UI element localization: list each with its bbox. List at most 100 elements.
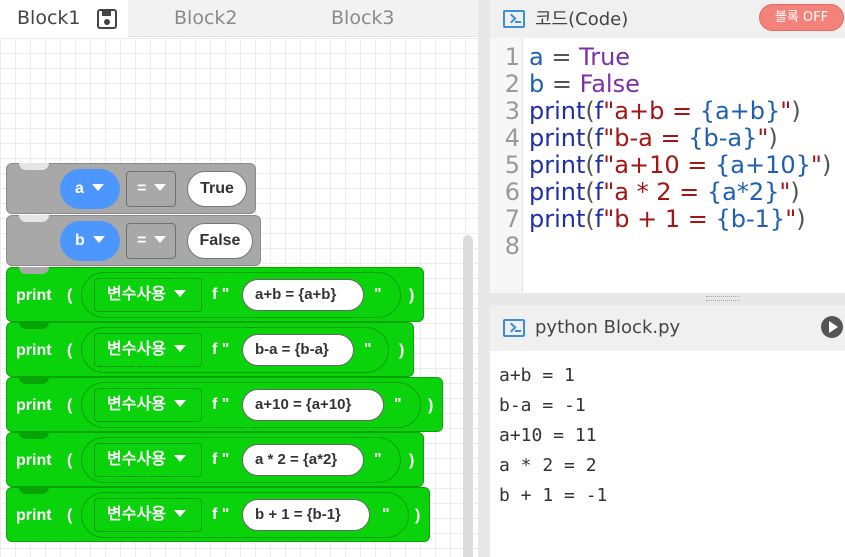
assign-block-a[interactable]: a = True <box>6 163 256 214</box>
block-workspace[interactable]: a = True b = False pr <box>0 38 488 557</box>
variable-dropdown[interactable]: b <box>60 221 120 261</box>
fstring-input[interactable]: a * 2 = {a*2} <box>242 444 364 476</box>
line-number: 8 <box>504 232 520 260</box>
variable-use-dropdown[interactable]: 변수사용 <box>94 278 202 312</box>
horizontal-divider[interactable] <box>490 293 845 305</box>
operator-symbol: = <box>137 232 147 249</box>
block-notch <box>19 322 49 329</box>
mode-label: 변수사용 <box>107 286 166 303</box>
fstring-block[interactable]: 변수사용 f " a+10 = {a+10} " <box>81 382 421 428</box>
fstring-input[interactable]: b + 1 = {b-1} <box>242 499 370 531</box>
print-block[interactable]: print ( 변수사용 f " b-a = {b-a} " ) <box>6 322 414 377</box>
close-paren: ) <box>409 452 415 469</box>
operator-dropdown[interactable]: = <box>126 171 176 207</box>
open-paren: ( <box>67 397 73 414</box>
save-icon[interactable] <box>96 8 118 30</box>
tab-block2[interactable]: Block2 <box>174 0 237 37</box>
variable-dropdown[interactable]: a <box>60 169 120 209</box>
code-line: print(f"b + 1 = {b-1}") <box>529 205 806 233</box>
fstring-input[interactable]: a+10 = {a+10} <box>242 389 384 421</box>
run-icon[interactable] <box>821 316 843 338</box>
variable-use-dropdown[interactable]: 변수사용 <box>94 498 202 532</box>
output-panel-title: python Block.py <box>535 317 681 338</box>
fstring-prefix: f " <box>212 506 230 523</box>
code-line: print(f"b-a = {b-a}") <box>529 124 778 152</box>
resize-grip-icon[interactable] <box>706 296 740 301</box>
fstring-block[interactable]: 변수사용 f " b-a = {b-a} " <box>81 327 389 373</box>
variable-use-dropdown[interactable]: 변수사용 <box>94 388 202 422</box>
print-keyword: print <box>16 507 52 524</box>
open-paren: ( <box>67 507 73 524</box>
block-notch <box>19 215 49 222</box>
chevron-down-icon <box>91 183 104 191</box>
mode-label: 변수사용 <box>107 396 166 413</box>
operator-symbol: = <box>137 180 147 197</box>
fstring-suffix: " <box>364 341 372 358</box>
chevron-down-icon <box>154 183 167 191</box>
fstring-prefix: f " <box>212 341 230 358</box>
print-block[interactable]: print ( 변수사용 f " a * 2 = {a*2} " ) <box>6 432 424 487</box>
print-keyword: print <box>16 287 52 304</box>
code-line: print(f"a * 2 = {a*2}") <box>529 178 800 206</box>
fstring-input[interactable]: b-a = {b-a} <box>242 334 354 366</box>
output-line: a+10 = 11 <box>499 425 597 446</box>
line-number: 3 <box>504 97 520 125</box>
block-notch <box>19 267 49 274</box>
variable-name: a <box>75 180 84 197</box>
block-notch <box>19 487 49 494</box>
fstring-block[interactable]: 변수사용 f " a+b = {a+b} " <box>81 272 401 318</box>
output-panel: python Block.py a+b = 1 b-a = -1 a+10 = … <box>490 305 845 557</box>
line-number-gutter: 1 2 3 4 5 6 7 8 <box>490 38 523 293</box>
code-line: a = True <box>529 43 631 71</box>
tab-block3[interactable]: Block3 <box>331 0 394 37</box>
fstring-block[interactable]: 변수사용 f " b + 1 = {b-1} " <box>81 492 409 538</box>
print-block[interactable]: print ( 변수사용 f " a+b = {a+b} " ) <box>6 267 424 322</box>
output-line: a+b = 1 <box>499 365 575 386</box>
tab-block1[interactable]: Block1 <box>0 0 128 37</box>
value-field[interactable]: True <box>187 171 247 207</box>
open-paren: ( <box>67 342 73 359</box>
value-field[interactable]: False <box>187 223 253 259</box>
assign-block-b[interactable]: b = False <box>6 215 261 266</box>
line-number: 7 <box>504 205 520 233</box>
variable-use-dropdown[interactable]: 변수사용 <box>94 333 202 367</box>
chevron-down-icon <box>173 399 186 407</box>
block-toggle-button[interactable]: 블록 OFF <box>759 4 844 31</box>
close-paren: ) <box>428 397 434 414</box>
chevron-down-icon <box>173 509 186 517</box>
fstring-input[interactable]: a+b = {a+b} <box>242 279 364 311</box>
fstring-block[interactable]: 변수사용 f " a * 2 = {a*2} " <box>81 437 401 483</box>
operator-dropdown[interactable]: = <box>126 223 176 259</box>
variable-use-dropdown[interactable]: 변수사용 <box>94 443 202 477</box>
print-keyword: print <box>16 452 52 469</box>
fstring-prefix: f " <box>212 396 230 413</box>
chevron-down-icon <box>173 289 186 297</box>
close-paren: ) <box>409 287 415 304</box>
line-number: 4 <box>504 124 520 152</box>
chevron-down-icon <box>92 235 105 243</box>
code-panel-header: 코드(Code) 블록 OFF <box>490 0 845 38</box>
line-number: 6 <box>504 178 520 206</box>
workspace-scrollbar[interactable] <box>463 235 473 557</box>
print-block[interactable]: print ( 변수사용 f " b + 1 = {b-1} " ) <box>6 487 430 542</box>
panel-divider[interactable] <box>478 0 490 557</box>
line-number: 5 <box>504 151 520 179</box>
print-keyword: print <box>16 397 52 414</box>
tab-label: Block3 <box>331 7 395 29</box>
code-editor[interactable]: 1 2 3 4 5 6 7 8 a = True b = False print… <box>490 38 845 293</box>
terminal-icon <box>503 319 525 337</box>
open-paren: ( <box>67 287 73 304</box>
code-line: b = False <box>529 70 640 98</box>
print-block[interactable]: print ( 변수사용 f " a+10 = {a+10} " ) <box>6 377 443 432</box>
tab-label: Block2 <box>174 7 238 29</box>
tab-label: Block1 <box>17 7 81 29</box>
chevron-down-icon <box>154 235 167 243</box>
variable-name: b <box>75 232 85 249</box>
open-paren: ( <box>67 452 73 469</box>
output-line: a * 2 = 2 <box>499 455 597 476</box>
block-notch <box>19 163 49 170</box>
chevron-down-icon <box>173 454 186 462</box>
fstring-suffix: " <box>382 506 390 523</box>
print-keyword: print <box>16 342 52 359</box>
